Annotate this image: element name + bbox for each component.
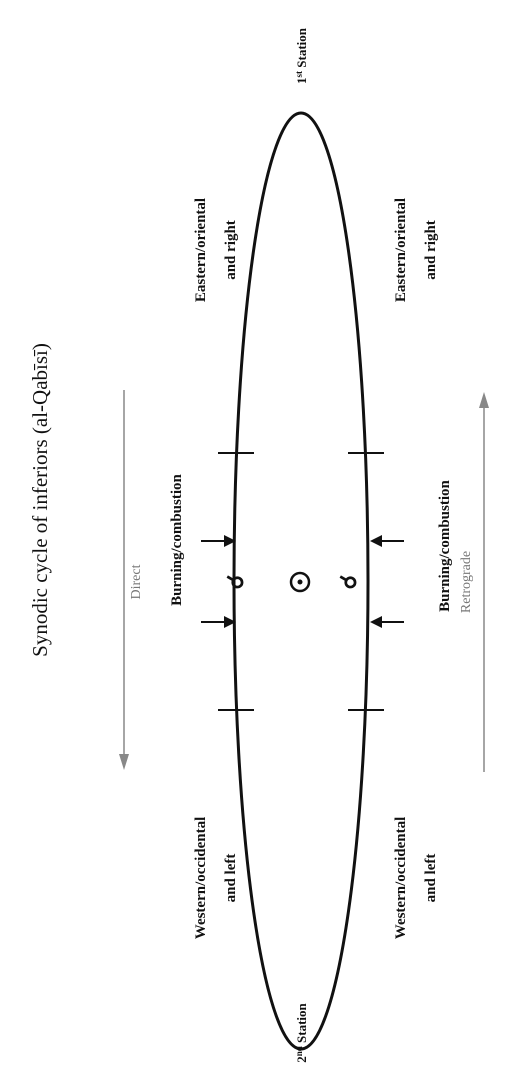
retrograde-label: Retrograde xyxy=(459,551,474,613)
svg-text:Western/occidental: Western/occidental xyxy=(393,817,409,939)
svg-text:and left: and left xyxy=(423,854,439,903)
diagram-title: Synodic cycle of inferiors (al-Qabīsī) xyxy=(28,343,52,657)
western-label-right: Western/occidental and left xyxy=(393,817,439,939)
direct-motion-arrow xyxy=(119,390,129,770)
svg-text:Eastern/oriental: Eastern/oriental xyxy=(193,198,209,302)
svg-text:and left: and left xyxy=(223,854,239,903)
eastern-label-right: Eastern/oriental and right xyxy=(393,198,439,302)
combustion-arrow-right-lower xyxy=(370,616,404,628)
conjunction-icon-right: ☌ xyxy=(336,575,361,590)
burning-label-right: Burning/combustion xyxy=(437,479,453,611)
sun-icon xyxy=(289,571,311,593)
combustion-arrow-right-upper xyxy=(370,535,404,547)
western-label-left: Western/occidental and left xyxy=(193,817,239,939)
combustion-arrow-left-lower xyxy=(201,616,236,628)
svg-text:and right: and right xyxy=(423,220,439,280)
svg-text:and right: and right xyxy=(223,220,239,280)
conjunction-icon-left: ☌ xyxy=(223,575,248,590)
combustion-arrow-left-upper xyxy=(201,535,236,547)
svg-text:Eastern/oriental: Eastern/oriental xyxy=(393,198,409,302)
svg-text:Western/occidental: Western/occidental xyxy=(193,817,209,939)
first-station-label: 1st Station xyxy=(294,27,309,84)
synodic-ellipse xyxy=(232,111,370,1051)
burning-label-left: Burning/combustion xyxy=(169,473,185,605)
second-station-label: 2nd Station xyxy=(294,1002,309,1062)
retrograde-motion-arrow xyxy=(479,392,489,772)
eastern-label-left: Eastern/oriental and right xyxy=(193,198,239,302)
direct-label: Direct xyxy=(129,564,144,599)
